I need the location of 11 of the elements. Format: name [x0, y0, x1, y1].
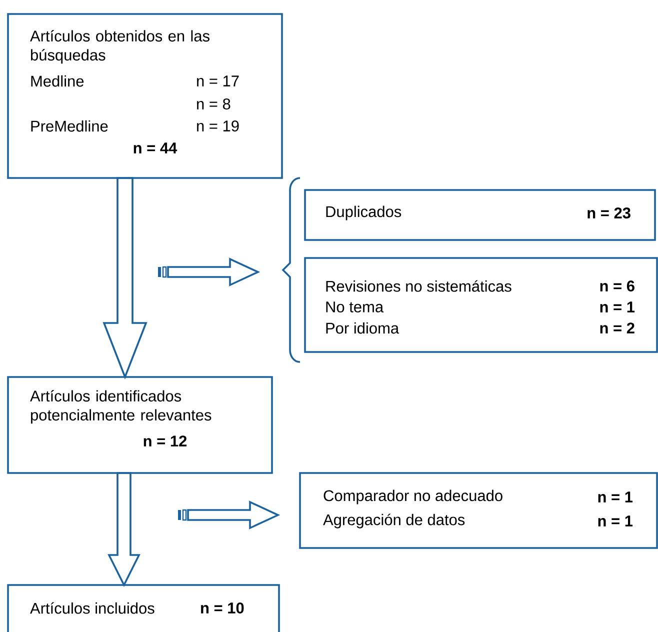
bracket — [282, 177, 300, 363]
process-box: Comparador no adecuado n = 1 Agregación de datos n = 1 — [299, 472, 658, 549]
block-arrow — [167, 258, 260, 286]
process-box: Artículos obtenidos en las búsquedas Medline n = 17 n = 8 PreMedline n = 19 n = 44 — [7, 13, 283, 179]
process-box: Duplicados n = 23 — [304, 189, 656, 241]
process-box: Artículos incluidos n = 10 — [7, 584, 280, 632]
process-box: Revisiones no sistemáticas n = 6 No tema n = 1 Por idioma n = 2 — [304, 257, 658, 353]
block-arrow — [108, 472, 140, 588]
process-box: Artículos identificados potencialmente relevantes n = 12 — [7, 376, 273, 474]
block-arrow — [102, 177, 148, 380]
block-arrow — [187, 500, 280, 530]
